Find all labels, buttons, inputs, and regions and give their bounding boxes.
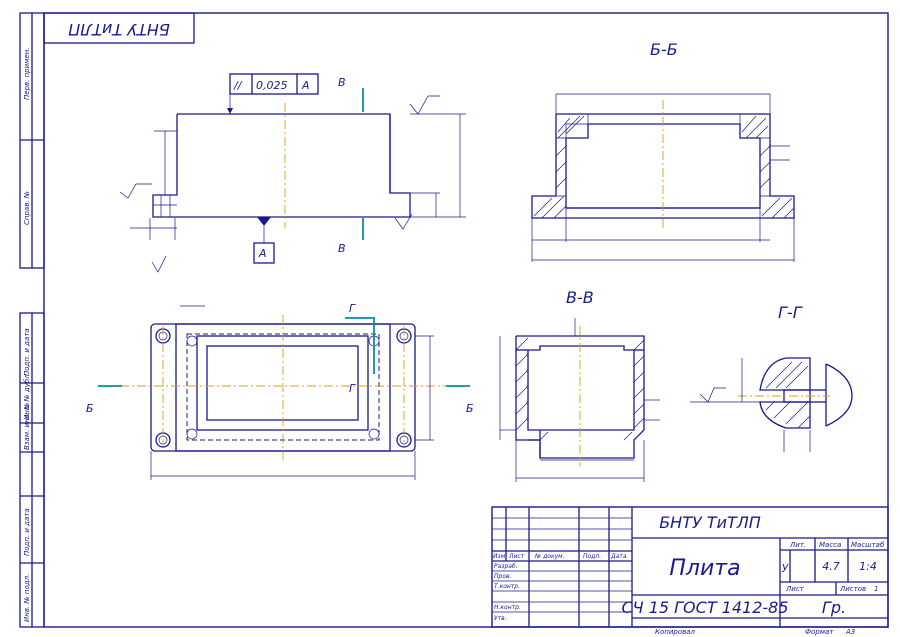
section-vv-hatch	[515, 337, 645, 441]
cut-label-g-top: Г	[349, 302, 356, 315]
cut-label-v-bottom: В	[338, 242, 346, 255]
tb-material: СЧ 15 ГОСТ 1412-85	[621, 598, 788, 617]
margin-sprav-no: Справ. №	[23, 191, 31, 225]
tb-part-name: Плита	[669, 556, 740, 581]
margin-inv-podl: Инв. № подл.	[23, 574, 31, 622]
tb-hdr-doc: № докум.	[534, 553, 565, 560]
tb-hdr-sign: Подп.	[583, 553, 601, 560]
tb-hdr-list: Лист	[508, 553, 525, 560]
section-gg-hatch	[765, 361, 811, 429]
tb-format-label: Формат	[805, 628, 834, 636]
tb-copied: Копировал	[655, 628, 696, 636]
cut-label-v-top: В	[338, 76, 346, 89]
front-view: В В // 0,025 А А	[119, 73, 466, 273]
section-bb-title: Б-Б	[650, 40, 678, 59]
margin-perv-primen: Перв. примен.	[23, 47, 31, 100]
tb-mass-label: Масса	[819, 541, 841, 549]
tb-lit-label: Лит.	[789, 541, 806, 549]
corner-holes	[155, 328, 412, 448]
tolerance-value: 0,025	[256, 79, 288, 92]
datum-label: А	[258, 247, 267, 260]
cut-label-b-left: Б	[86, 402, 94, 415]
tb-hdr-date: Дата	[610, 553, 627, 560]
margin-inv-dubl: Инв. № дубл.	[23, 372, 31, 420]
datum-triangle	[257, 217, 271, 226]
tb-lit-value: у	[781, 560, 789, 573]
section-gg: Г-Г	[690, 303, 853, 452]
section-bb: Б-Б	[531, 40, 795, 262]
section-vv-title: В-В	[566, 288, 594, 307]
margin-vzam-inv: Взам. инв. №	[23, 402, 31, 450]
cut-label-b-right: Б	[466, 402, 474, 415]
top-stamp-text: БНТУ ТиТЛП	[68, 20, 170, 39]
title-block: Изм. Лист № докум. Подп. Дата Разраб. Пр…	[491, 506, 889, 636]
tb-group: Гр.	[822, 598, 846, 617]
tb-sheets-value: 1	[874, 585, 878, 593]
section-vv: В-В	[499, 288, 660, 482]
top-stamp: БНТУ ТиТЛП	[43, 12, 195, 44]
cut-label-g-bottom: Г	[349, 382, 356, 395]
tb-utv: Утв.	[494, 615, 507, 622]
tb-tkontr: Т.контр.	[494, 583, 520, 590]
tb-mass-value: 4.7	[822, 560, 840, 573]
section-gg-title: Г-Г	[778, 303, 803, 322]
tolerance-frame	[229, 73, 319, 95]
tb-nkontr: Н.контр.	[494, 604, 521, 611]
tolerance-datum: А	[301, 79, 310, 92]
tb-sheets-label: Листов	[839, 585, 866, 593]
tb-format-value: А3	[845, 628, 855, 636]
tb-scale-value: 1:4	[859, 560, 877, 573]
tb-prov: Пров.	[494, 573, 512, 580]
margin-podp-data-1: Подп. и дата	[23, 328, 31, 376]
tb-sheet-label: Лист	[785, 585, 805, 593]
tb-org: БНТУ ТиТЛП	[659, 513, 761, 532]
margin-podp-data-2: Подп. и дата	[23, 508, 31, 556]
sheet-frame	[43, 12, 889, 628]
tb-razrab: Разраб.	[494, 563, 518, 570]
tb-hdr-izm: Изм.	[493, 553, 507, 560]
tolerance-symbol: //	[233, 79, 243, 92]
top-view: Б Б Г Г	[86, 302, 474, 480]
tb-scale-label: Масштаб	[851, 541, 885, 549]
side-margin: Перв. примен. Справ. № Подп. и дата Инв.…	[19, 12, 45, 628]
